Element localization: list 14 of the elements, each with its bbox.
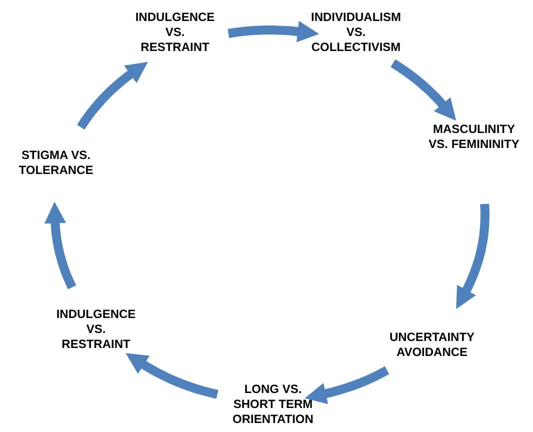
curved-arrow (77, 62, 148, 130)
dimension-label: UNCERTAINTY AVOIDANCE (388, 330, 476, 360)
dimension-label: MASCULINITY VS. FEMININITY (428, 122, 520, 152)
dimension-label: INDIVIDUALISM VS. COLLECTIVISM (310, 10, 402, 55)
curved-arrow (304, 366, 390, 404)
dimension-label: INDULGENCE VS. RESTRAINT (134, 10, 216, 55)
curved-arrow (456, 204, 490, 309)
curved-arrow (126, 353, 218, 399)
dimension-label: LONG VS. SHORT TERM ORIENTATION (232, 382, 314, 427)
dimension-label: STIGMA VS. TOLERANCE (18, 148, 94, 178)
dimension-label: INDULGENCE VS. RESTRAINT (55, 307, 137, 352)
curved-arrow (44, 202, 76, 290)
curved-arrow (228, 20, 320, 42)
curved-arrow (390, 59, 456, 121)
